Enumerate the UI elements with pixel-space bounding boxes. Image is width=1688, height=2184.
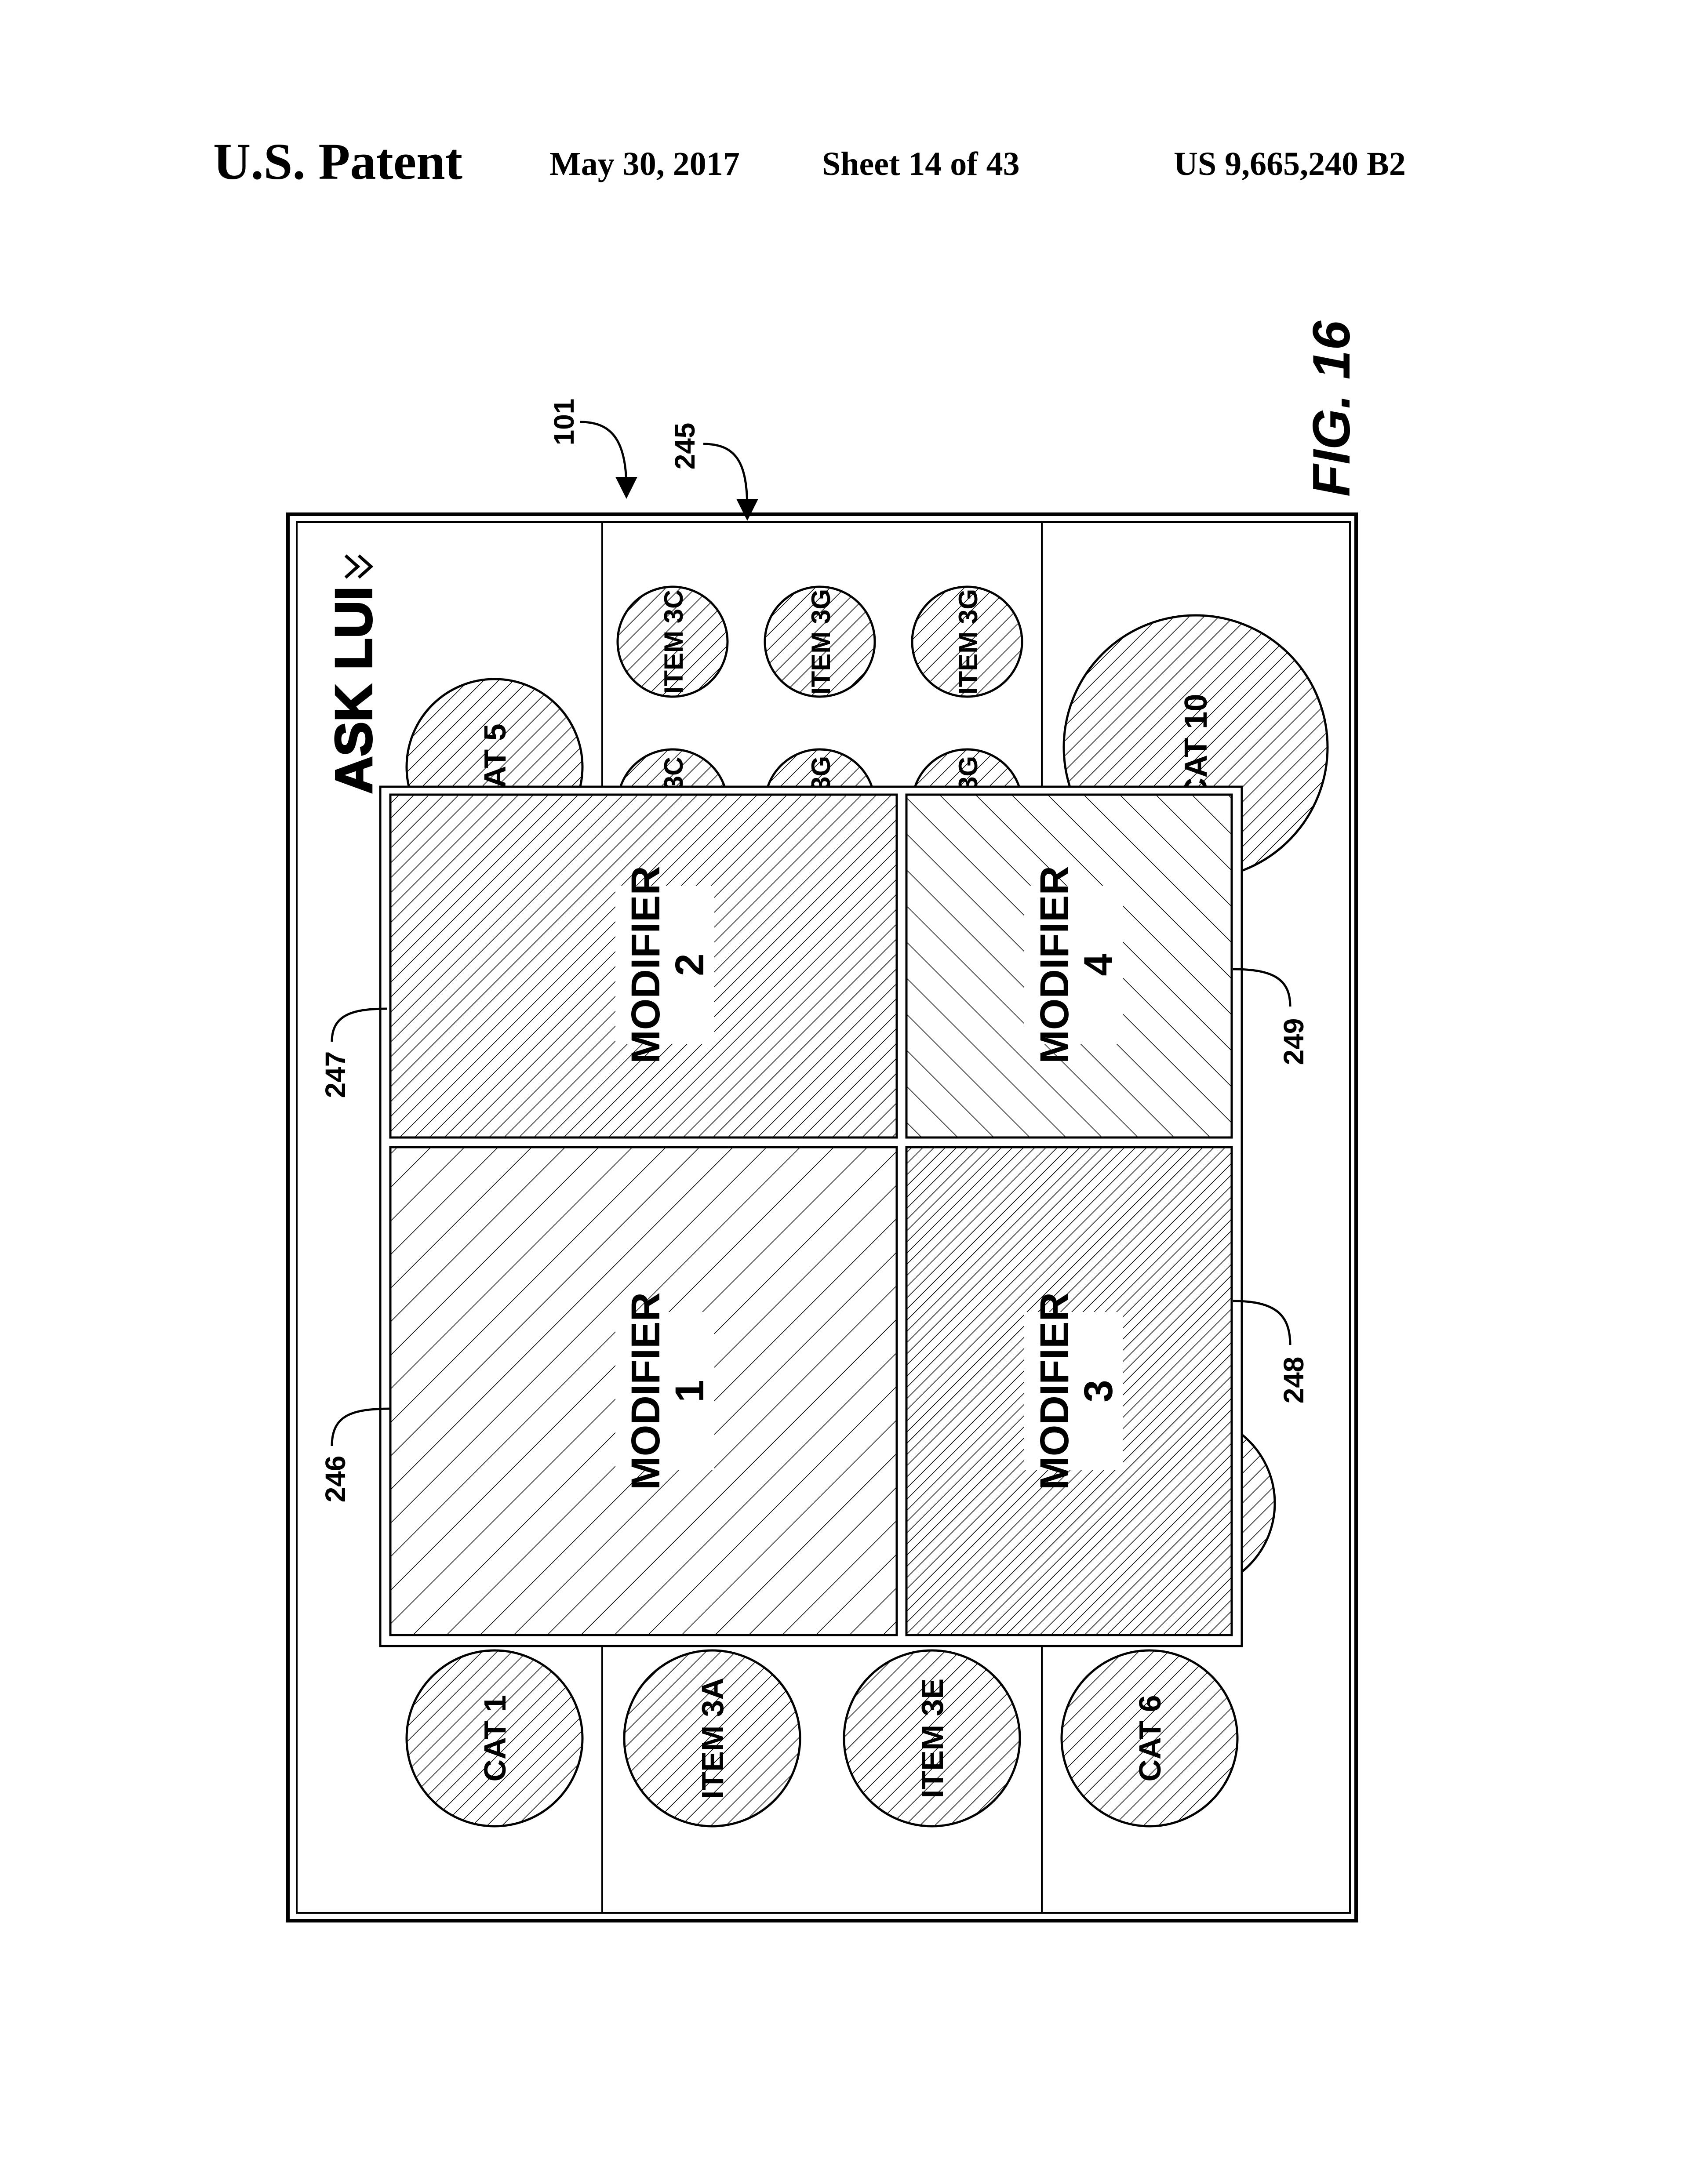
cat6-label: CAT 6	[1133, 1695, 1167, 1781]
item3g-b-label: ITEM 3G	[953, 589, 983, 694]
modifier-1-tile[interactable]: MODIFIER 1	[389, 1146, 898, 1636]
modifier-2-number: 2	[667, 953, 712, 976]
modifier-2-title: MODIFIER	[623, 866, 668, 1064]
ref-247-leader	[331, 1007, 387, 1042]
ref-247: 247	[320, 1007, 387, 1098]
figure-label: FIG. 16	[1302, 320, 1361, 497]
modifier-2-tile[interactable]: MODIFIER 2	[389, 793, 898, 1139]
ref-246-leader	[331, 1407, 392, 1446]
device-frame-inner	[296, 521, 1351, 1914]
chevron-down-icon[interactable]	[344, 554, 374, 579]
item3g-label: ITEM 3G	[806, 589, 836, 694]
item-circle-3a[interactable]: ITEM 3A	[623, 1649, 801, 1828]
ref-248-leader	[1233, 1300, 1291, 1345]
patent-label: U.S. Patent	[213, 133, 463, 190]
ref-246-text: 246	[320, 1456, 351, 1503]
ref-101: 101	[548, 399, 637, 499]
ref-245: 245	[669, 423, 758, 521]
partial-3g-b-label: 3G	[953, 756, 983, 791]
modifier-3-title: MODIFIER	[1032, 1292, 1077, 1490]
ref-249-leader	[1233, 968, 1291, 1007]
item-circle-3g[interactable]: ITEM 3G	[764, 585, 876, 698]
sheet-number: Sheet 14 of 43	[822, 145, 1020, 182]
ref-101-leader	[580, 421, 637, 499]
item-circle-3e[interactable]: ITEM 3E	[843, 1649, 1021, 1828]
partial-3g-label: 3G	[806, 756, 836, 791]
modifier-3-number: 3	[1076, 1380, 1121, 1402]
modifier-3-tile[interactable]: MODIFIER 3	[905, 1146, 1233, 1636]
partial-3c-label: 3C	[659, 757, 688, 791]
ask-lui-title: ASK LUI	[325, 586, 383, 794]
ref-245-leader	[703, 443, 758, 521]
item3a-label: ITEM 3A	[695, 1678, 730, 1799]
modifier-4-number: 4	[1076, 953, 1121, 976]
ref-101-text: 101	[548, 399, 580, 446]
ref-246: 246	[320, 1407, 392, 1503]
modifier-4-title: MODIFIER	[1032, 866, 1077, 1064]
ref-245-text: 245	[669, 423, 701, 470]
ref-248-text: 248	[1278, 1357, 1310, 1404]
ref-248: 248	[1233, 1300, 1310, 1404]
cat1-label: CAT 1	[478, 1695, 512, 1781]
patent-date: May 30, 2017	[549, 145, 740, 182]
patent-number: US 9,665,240 B2	[1174, 145, 1406, 182]
modifier-4-tile[interactable]: MODIFIER 4	[905, 793, 1233, 1139]
category-circle-cat1[interactable]: CAT 1	[405, 1649, 584, 1828]
item3e-label: ITEM 3E	[915, 1679, 950, 1798]
ref-249-text: 249	[1278, 1018, 1310, 1065]
ref-249: 249	[1233, 968, 1310, 1065]
item-circle-3g-b[interactable]: ITEM 3G	[911, 585, 1023, 698]
modifier-1-title: MODIFIER	[623, 1292, 668, 1490]
item3c-label: ITEM 3C	[659, 590, 688, 694]
cat10-label: CAT 10	[1179, 694, 1214, 801]
item-circle-3c[interactable]: ITEM 3C	[616, 585, 729, 698]
category-circle-cat6[interactable]: CAT 6	[1060, 1649, 1239, 1828]
ref-247-text: 247	[320, 1051, 351, 1098]
modifier-1-number: 1	[667, 1380, 712, 1402]
